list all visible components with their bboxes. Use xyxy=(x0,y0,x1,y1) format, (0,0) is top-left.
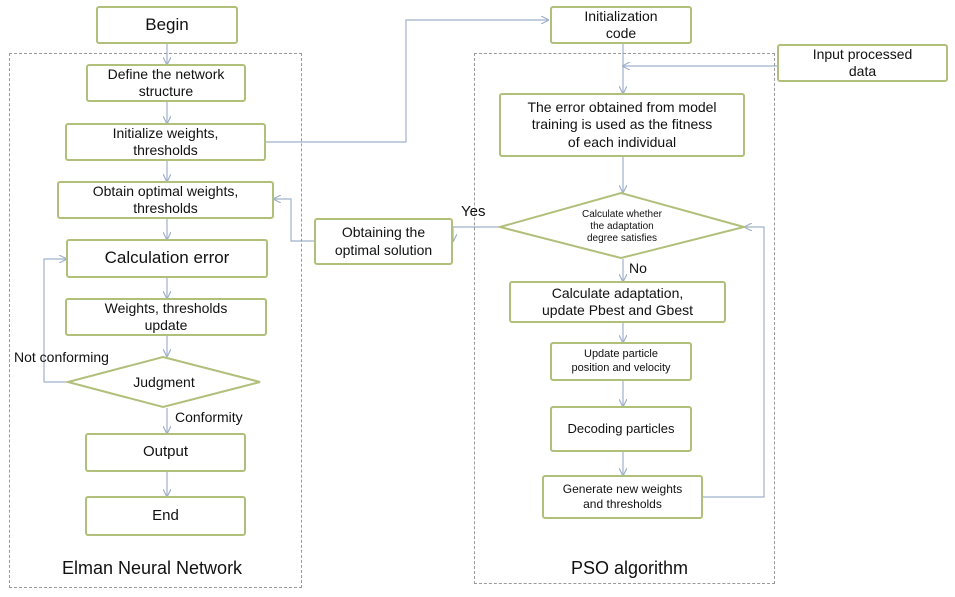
generate-weights-node: Generate new weights and thresholds xyxy=(542,475,703,519)
no-label: No xyxy=(629,260,647,276)
arrow-solution-optimal xyxy=(274,199,314,242)
pso-group-title: PSO algorithm xyxy=(571,558,689,578)
output-node: Output xyxy=(85,433,246,472)
arrow-yes-solution xyxy=(453,226,502,241)
elman-group xyxy=(9,53,302,588)
initialization-code-node: Initialization code xyxy=(550,6,692,44)
yes-label: Yes xyxy=(461,203,486,220)
arrow-loop-back xyxy=(703,227,765,498)
elman-group-title: Elman Neural Network xyxy=(62,558,243,578)
arrow-init-to-pso xyxy=(266,20,548,143)
optimal-solution-node: Obtaining the optimal solution xyxy=(314,218,453,265)
define-structure-node: Define the network structure xyxy=(86,64,246,102)
pso-group xyxy=(474,53,775,584)
calculation-error-node: Calculation error xyxy=(66,239,268,278)
check-diamond-shape xyxy=(496,191,748,260)
optimal-weights-node: Obtain optimal weights, thresholds xyxy=(57,181,274,219)
conformity-label: Conformity xyxy=(175,409,243,425)
end-node: End xyxy=(85,496,246,536)
fitness-node: The error obtained from model training i… xyxy=(499,93,745,157)
decoding-particles-node: Decoding particles xyxy=(550,406,692,452)
begin-node: Begin xyxy=(96,6,238,44)
adaptation-check-node: Calculate whether the adaptation degree … xyxy=(581,209,663,244)
not-conforming-label: Not conforming xyxy=(14,349,109,365)
judgment-node: Judgment xyxy=(133,373,195,390)
weights-update-node: Weights, thresholds update xyxy=(65,298,267,336)
input-data-node: Input processed data xyxy=(777,44,948,82)
judgment-diamond-shape xyxy=(64,355,261,409)
update-particle-node: Update particle position and velocity xyxy=(550,342,692,381)
arrow-not-conforming-loop xyxy=(43,259,70,383)
initialize-weights-node: Initialize weights, thresholds xyxy=(65,123,266,161)
adaptation-update-node: Calculate adaptation, update Pbest and G… xyxy=(509,281,726,323)
